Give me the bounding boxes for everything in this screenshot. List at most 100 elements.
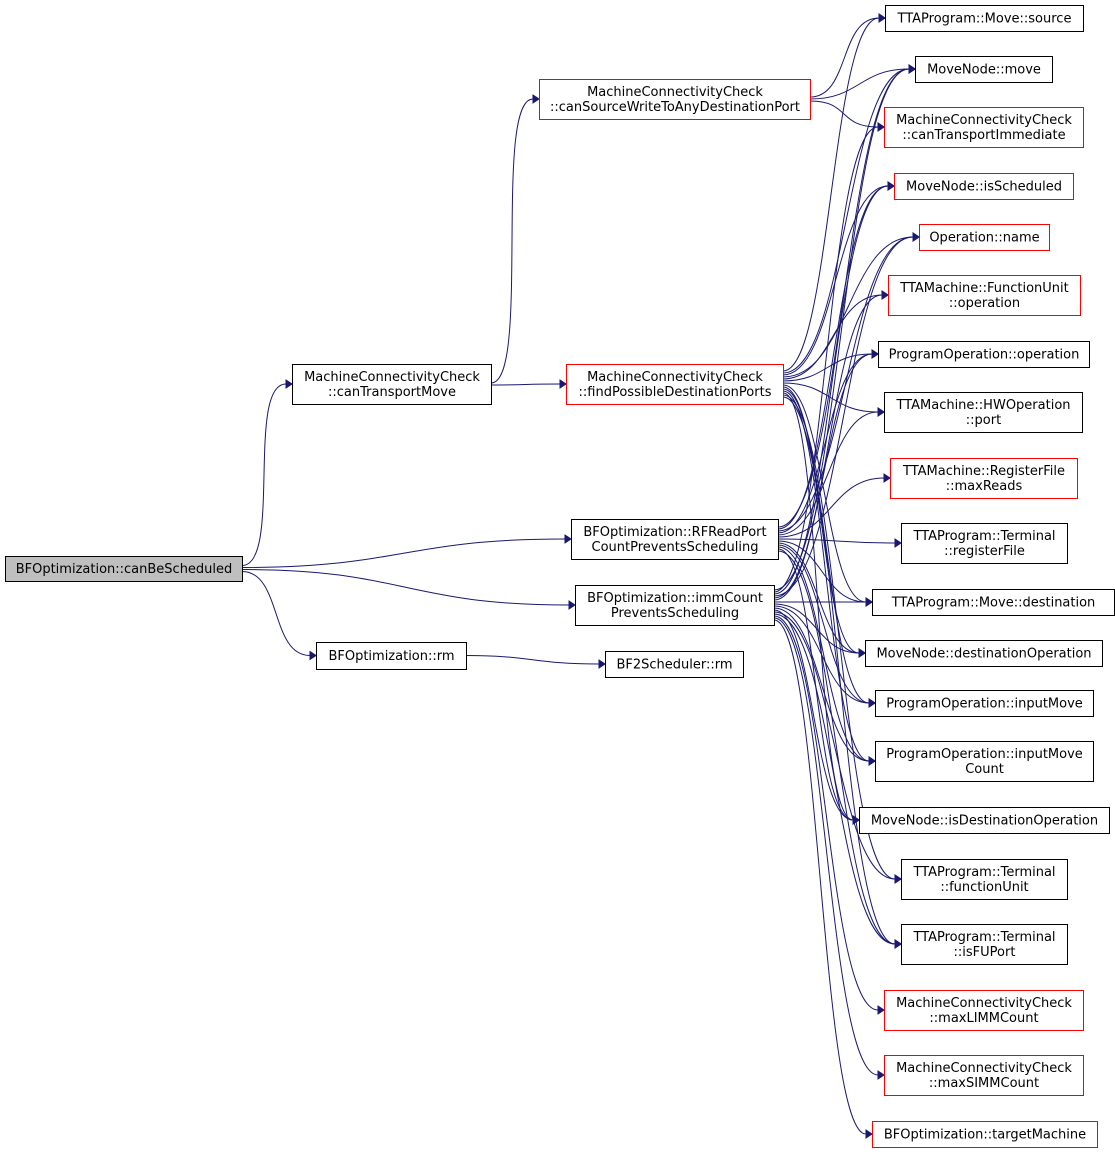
edge-bfo-rfread-to-tp-move-destination (777, 540, 867, 603)
node-label-line: ProgramOperation::inputMove (886, 747, 1083, 762)
edge-bfo-immcount-to-mcc-maxsimm (773, 617, 879, 1076)
nodes-layer: BFOptimization::canBeScheduledMachineCon… (5, 5, 1115, 1148)
node-tp-term-registerfile[interactable]: TTAProgram::Terminal::registerFile (901, 523, 1068, 564)
edge-root-to-bfo-rfread (241, 538, 566, 568)
edge-mcc-findpossible-to-po-inputmove (782, 388, 870, 704)
node-label-line: MachineConnectivityCheck (896, 996, 1072, 1011)
node-box (292, 364, 492, 405)
node-bfo-rfread[interactable]: BFOptimization::RFReadPortCountPreventsS… (571, 519, 779, 560)
edge-mcc-findpossible-to-op-name (782, 236, 914, 378)
node-label-line: ::canSourceWriteToAnyDestinationPort (550, 100, 800, 115)
node-mcc-cantransportimm[interactable]: MachineConnectivityCheck::canTransportIm… (884, 107, 1084, 148)
node-box (872, 1121, 1098, 1148)
node-label-line: BFOptimization::canBeScheduled (16, 562, 233, 577)
node-label-line: ::canTransportMove (328, 385, 456, 400)
node-label-line: ::findPossibleDestinationPorts (579, 385, 772, 400)
node-mcc-cantransportmove[interactable]: MachineConnectivityCheck::canTransportMo… (292, 364, 492, 405)
node-root[interactable]: BFOptimization::canBeScheduled (5, 556, 243, 582)
node-bfo-immcount[interactable]: BFOptimization::immCountPreventsScheduli… (575, 585, 775, 626)
arrowhead-bfo-rm-to-bf2-rm (598, 659, 606, 669)
edge-root-to-mcc-cantransportmove (241, 383, 287, 566)
edge-bfo-immcount-to-mn-destoperation (773, 603, 860, 654)
node-bfo-targetmachine[interactable]: BFOptimization::targetMachine (872, 1121, 1098, 1148)
node-label-line: ProgramOperation::operation (889, 348, 1080, 363)
edge-bfo-rfread-to-po-inputmovecount (777, 546, 870, 762)
node-box (5, 556, 243, 582)
node-label-line: MoveNode::isDestinationOperation (871, 814, 1098, 829)
node-label-line: TTAMachine::RegisterFile (902, 464, 1065, 479)
edge-bfo-immcount-to-tp-term-isfuport (773, 613, 896, 945)
node-mn-isscheduled[interactable]: MoveNode::isScheduled (894, 173, 1074, 200)
edge-mcc-findpossible-to-tp-move-source (782, 17, 880, 372)
node-label-line: TTAProgram::Move::source (897, 12, 1072, 27)
arrowhead-root-to-mcc-cantransportmove (285, 379, 293, 389)
edge-mcc-findpossible-to-tp-term-functionunit (782, 394, 896, 880)
arrowhead-bfo-immcount-to-po-inputmove (868, 698, 876, 708)
node-op-name[interactable]: Operation::name (919, 224, 1050, 251)
node-po-inputmove[interactable]: ProgramOperation::inputMove (875, 690, 1094, 717)
node-label-line: MoveNode::move (927, 63, 1041, 78)
arrowhead-root-to-bfo-immcount (568, 600, 576, 610)
node-box (566, 364, 784, 405)
node-tm-rf-maxreads[interactable]: TTAMachine::RegisterFile::maxReads (890, 458, 1078, 499)
edge-bfo-rfread-to-tm-rf-maxreads (777, 477, 885, 538)
arrowhead-bfo-immcount-to-po-operation (871, 349, 879, 359)
node-label-line: ::functionUnit (940, 880, 1028, 895)
node-tp-term-isfuport[interactable]: TTAProgram::Terminal::isFUPort (901, 924, 1068, 965)
node-label-line: Operation::name (929, 231, 1039, 246)
node-bf2-rm[interactable]: BF2Scheduler::rm (605, 651, 744, 678)
node-tp-move-destination[interactable]: TTAProgram::Move::destination (872, 589, 1115, 616)
edge-mcc-findpossible-to-mn-move (782, 68, 910, 374)
node-tm-hwop-port[interactable]: TTAMachine::HWOperation::port (884, 392, 1083, 433)
node-box (605, 651, 744, 678)
node-label-line: TTAProgram::Terminal (912, 529, 1055, 544)
edge-mcc-findpossible-to-po-operation (782, 353, 873, 382)
node-mcc-cansourcewrite[interactable]: MachineConnectivityCheck::canSourceWrite… (539, 79, 811, 120)
arrowhead-bfo-immcount-to-bfo-targetmachine (865, 1129, 873, 1139)
arrowhead-bfo-immcount-to-tp-term-functionunit (894, 874, 902, 884)
arrowhead-mcc-cantransportmove-to-mcc-findpossible (559, 379, 567, 389)
node-label-line: ::maxReads (946, 479, 1023, 494)
node-tp-move-source[interactable]: TTAProgram::Move::source (885, 5, 1084, 32)
node-label-line: Count (965, 762, 1004, 777)
edge-mcc-cansourcewrite-to-tp-move-source (809, 17, 880, 98)
node-label-line: TTAProgram::Terminal (912, 930, 1055, 945)
edge-bfo-immcount-to-mn-isscheduled (773, 185, 889, 595)
node-label-line: MachineConnectivityCheck (896, 1061, 1072, 1076)
node-label-line: BF2Scheduler::rm (616, 658, 732, 673)
node-label-line: ::port (966, 413, 1001, 428)
arrowhead-bfo-immcount-to-tp-term-isfuport (894, 939, 902, 949)
edge-bfo-immcount-to-mcc-maxlimm (773, 615, 879, 1011)
arrowhead-mcc-findpossible-to-tp-move-source (878, 13, 886, 23)
node-label-line: PreventsScheduling (611, 606, 739, 621)
edge-bfo-rfread-to-po-inputmove (777, 544, 870, 704)
node-po-operation[interactable]: ProgramOperation::operation (878, 341, 1090, 368)
arrowhead-bfo-immcount-to-mn-isscheduled (887, 181, 895, 191)
node-mn-move[interactable]: MoveNode::move (915, 56, 1053, 83)
edge-bfo-immcount-to-po-inputmovecount (773, 607, 870, 762)
node-label-line: MachineConnectivityCheck (587, 85, 763, 100)
arrowhead-bfo-rfread-to-tp-term-registerfile (894, 538, 902, 548)
node-mcc-maxsimm[interactable]: MachineConnectivityCheck::maxSIMMCount (884, 1055, 1084, 1096)
node-label-line: ::isFUPort (954, 945, 1016, 960)
node-mn-destoperation[interactable]: MoveNode::destinationOperation (865, 640, 1103, 667)
edge-mcc-cantransportmove-to-mcc-cansourcewrite (490, 98, 534, 384)
node-tm-fu-operation[interactable]: TTAMachine::FunctionUnit::operation (888, 275, 1081, 316)
edge-mcc-cantransportmove-to-mcc-findpossible (490, 383, 561, 386)
node-box (919, 224, 1050, 251)
edge-mcc-findpossible-to-tm-hwop-port (782, 382, 879, 413)
node-mcc-maxlimm[interactable]: MachineConnectivityCheck::maxLIMMCount (884, 990, 1084, 1031)
node-box (875, 741, 1094, 782)
node-mcc-findpossible[interactable]: MachineConnectivityCheck::findPossibleDe… (566, 364, 784, 405)
node-mn-isdestoperation[interactable]: MoveNode::isDestinationOperation (859, 807, 1110, 834)
node-bfo-rm[interactable]: BFOptimization::rm (316, 642, 467, 670)
edge-bfo-rfread-to-tm-hwop-port (777, 411, 879, 536)
arrowhead-bfo-immcount-to-op-name (912, 232, 920, 242)
node-label-line: ::registerFile (944, 544, 1025, 559)
edge-root-to-bfo-immcount (241, 569, 570, 606)
node-box (878, 341, 1090, 368)
node-tp-term-functionunit[interactable]: TTAProgram::Terminal::functionUnit (901, 859, 1068, 900)
arrowhead-bfo-immcount-to-mcc-maxsimm (877, 1070, 885, 1080)
